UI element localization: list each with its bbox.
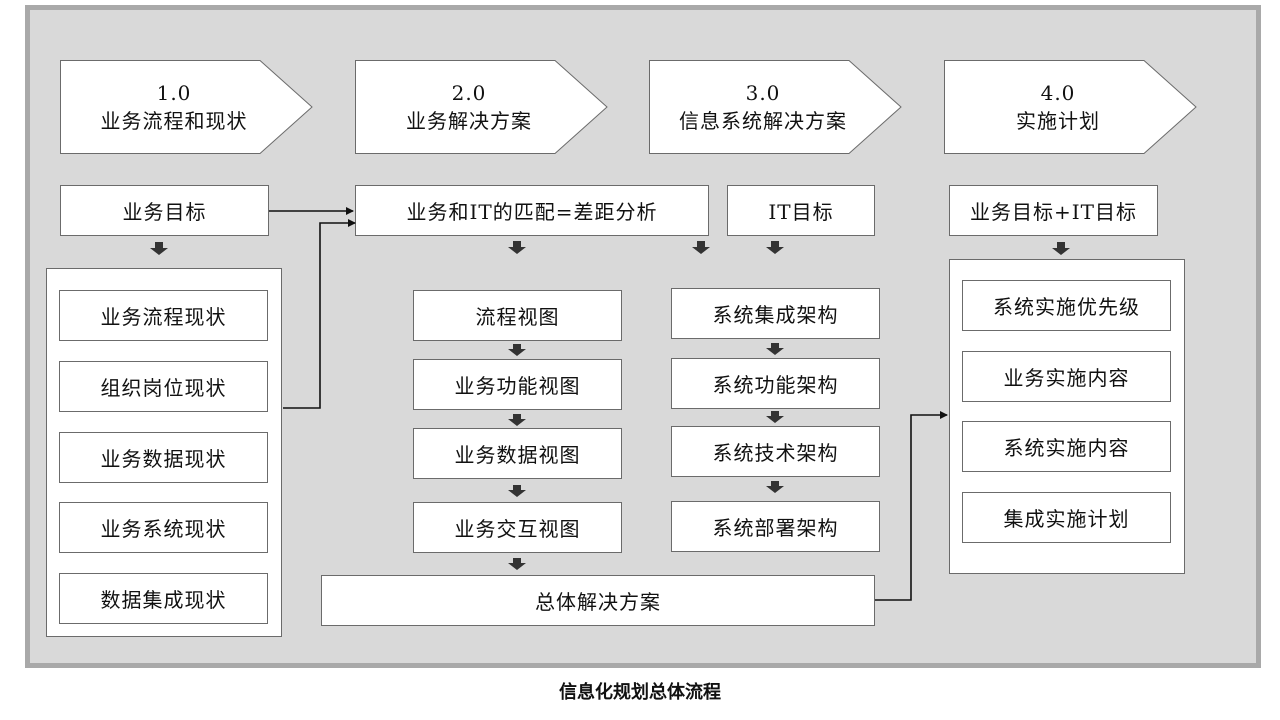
current-state-item: 业务流程现状 [59, 290, 268, 341]
phase-4: 4.0 实施计划 [944, 60, 1197, 154]
phase-2: 2.0 业务解决方案 [355, 60, 608, 154]
down-arrow [508, 414, 526, 426]
implementation-item: 集成实施计划 [962, 492, 1171, 543]
overall-to-implementation-connector [875, 411, 948, 601]
view-box: 业务功能视图 [413, 359, 622, 410]
implementation-item: 业务实施内容 [962, 351, 1171, 402]
down-arrow [766, 411, 784, 423]
phase-1: 1.0 业务流程和现状 [60, 60, 313, 154]
phase-shape [944, 60, 1197, 154]
architecture-box: 系统技术架构 [671, 426, 880, 477]
down-arrow [766, 481, 784, 493]
phase-shape [649, 60, 902, 154]
view-box: 流程视图 [413, 290, 622, 341]
down-arrow [766, 241, 784, 254]
current-state-to-gap-connector [283, 219, 356, 409]
view-box: 业务数据视图 [413, 428, 622, 479]
phase-title: 业务解决方案 [406, 109, 532, 133]
implementation-item: 系统实施内容 [962, 421, 1171, 472]
phase-3: 3.0 信息系统解决方案 [649, 60, 902, 154]
overall-solution-box: 总体解决方案 [321, 575, 875, 626]
phase-number: 4.0 [1040, 81, 1076, 105]
view-box: 业务交互视图 [413, 502, 622, 553]
phase-title: 信息系统解决方案 [679, 109, 847, 133]
down-arrow [508, 485, 526, 497]
phase-number: 1.0 [156, 81, 192, 105]
it-goal-box: IT目标 [727, 185, 875, 236]
down-arrow [766, 343, 784, 355]
architecture-box: 系统部署架构 [671, 501, 880, 552]
current-state-item: 数据集成现状 [59, 573, 268, 624]
combined-goal-box: 业务目标+IT目标 [949, 185, 1158, 236]
phase-number: 2.0 [451, 81, 487, 105]
implementation-item: 系统实施优先级 [962, 280, 1171, 331]
current-state-item: 组织岗位现状 [59, 361, 268, 412]
diagram-caption: 信息化规划总体流程 [559, 682, 721, 703]
phase-shape [355, 60, 608, 154]
down-arrow [508, 558, 526, 570]
phase-shape [60, 60, 313, 154]
phase-number: 3.0 [745, 81, 781, 105]
down-arrow [508, 344, 526, 356]
down-arrow [1052, 242, 1070, 255]
gap-analysis-box: 业务和IT的匹配=差距分析 [355, 185, 709, 236]
current-state-item: 业务系统现状 [59, 502, 268, 553]
business-goal-box: 业务目标 [60, 185, 269, 236]
phase-title: 实施计划 [1016, 109, 1100, 133]
architecture-box: 系统功能架构 [671, 358, 880, 409]
down-arrow [508, 241, 526, 254]
down-arrow [692, 241, 710, 254]
architecture-box: 系统集成架构 [671, 288, 880, 339]
current-state-item: 业务数据现状 [59, 432, 268, 483]
down-arrow [150, 242, 168, 255]
phase-title: 业务流程和现状 [100, 109, 248, 133]
